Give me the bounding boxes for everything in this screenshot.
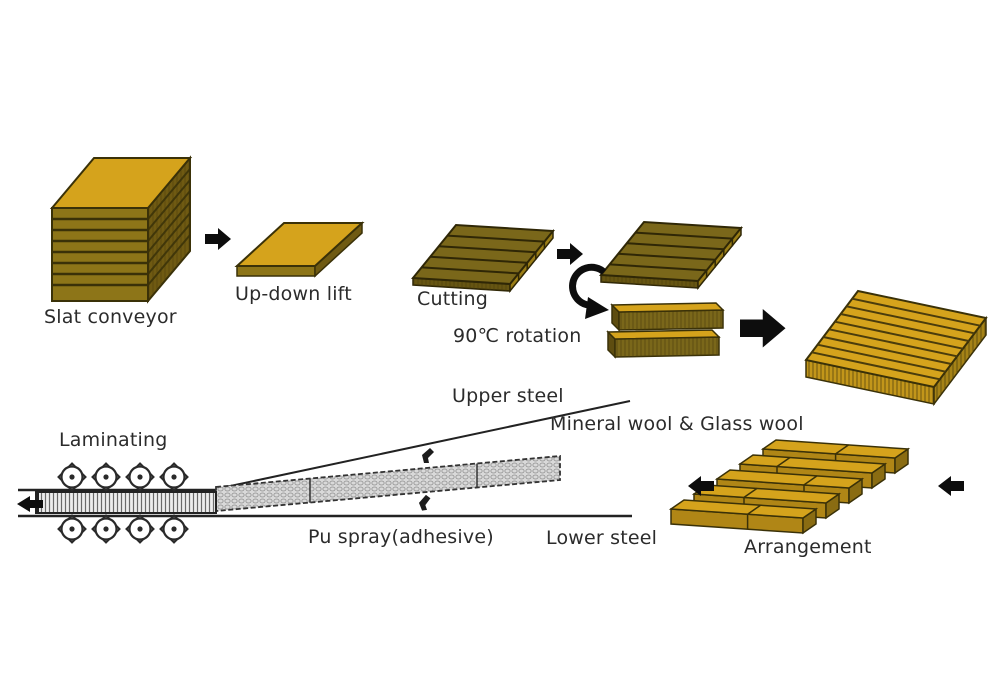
roller-icon: [159, 462, 189, 492]
right-arrow-icon: [557, 243, 583, 265]
roller-icon: [125, 462, 155, 492]
arrangement-stack: [668, 439, 911, 535]
cutting-slab: [412, 224, 554, 292]
laminating-label: Laminating: [59, 429, 168, 451]
up-down-lift-slab: [234, 221, 365, 278]
upper-steel-sheet: [215, 400, 631, 490]
cut-slab-after-arrow: [600, 221, 742, 289]
up-down-lift-label: Up-down lift: [235, 283, 352, 305]
laminating-line: [17, 400, 632, 544]
roller-icon: [57, 462, 87, 492]
rotated-wool-bar: [611, 302, 724, 331]
spray-nozzle-icon: [422, 448, 434, 463]
spray-nozzle-icon: [418, 494, 432, 511]
roller-icon: [57, 514, 87, 544]
lower-steel-label: Lower steel: [546, 527, 658, 549]
roller-icon: [159, 514, 189, 544]
right-arrow-icon: [740, 309, 786, 348]
cutting-label: Cutting: [417, 288, 488, 310]
mineral-glass-wool-label: Mineral wool & Glass wool: [550, 413, 804, 435]
mineral-wool-web: [215, 455, 561, 512]
slat-conveyor-stack: [49, 155, 193, 304]
arrangement-label: Arrangement: [744, 536, 872, 558]
laminated-panel: [35, 491, 217, 514]
right-arrow-icon: [205, 228, 231, 250]
roller-icon: [91, 462, 121, 492]
pu-spray-label: Pu spray(adhesive): [308, 526, 494, 548]
rotated-wool-bar: [607, 329, 720, 358]
rotation-arrow-icon: [569, 263, 609, 319]
rotation-label: 90℃ rotation: [453, 325, 582, 347]
slat-conveyor-label: Slat conveyor: [44, 306, 177, 328]
mineral-wool-sheet-large: [804, 289, 988, 407]
left-arrow-icon: [938, 476, 964, 496]
upper-steel-label: Upper steel: [452, 385, 564, 407]
roller-icon: [125, 514, 155, 544]
roller-icon: [91, 514, 121, 544]
